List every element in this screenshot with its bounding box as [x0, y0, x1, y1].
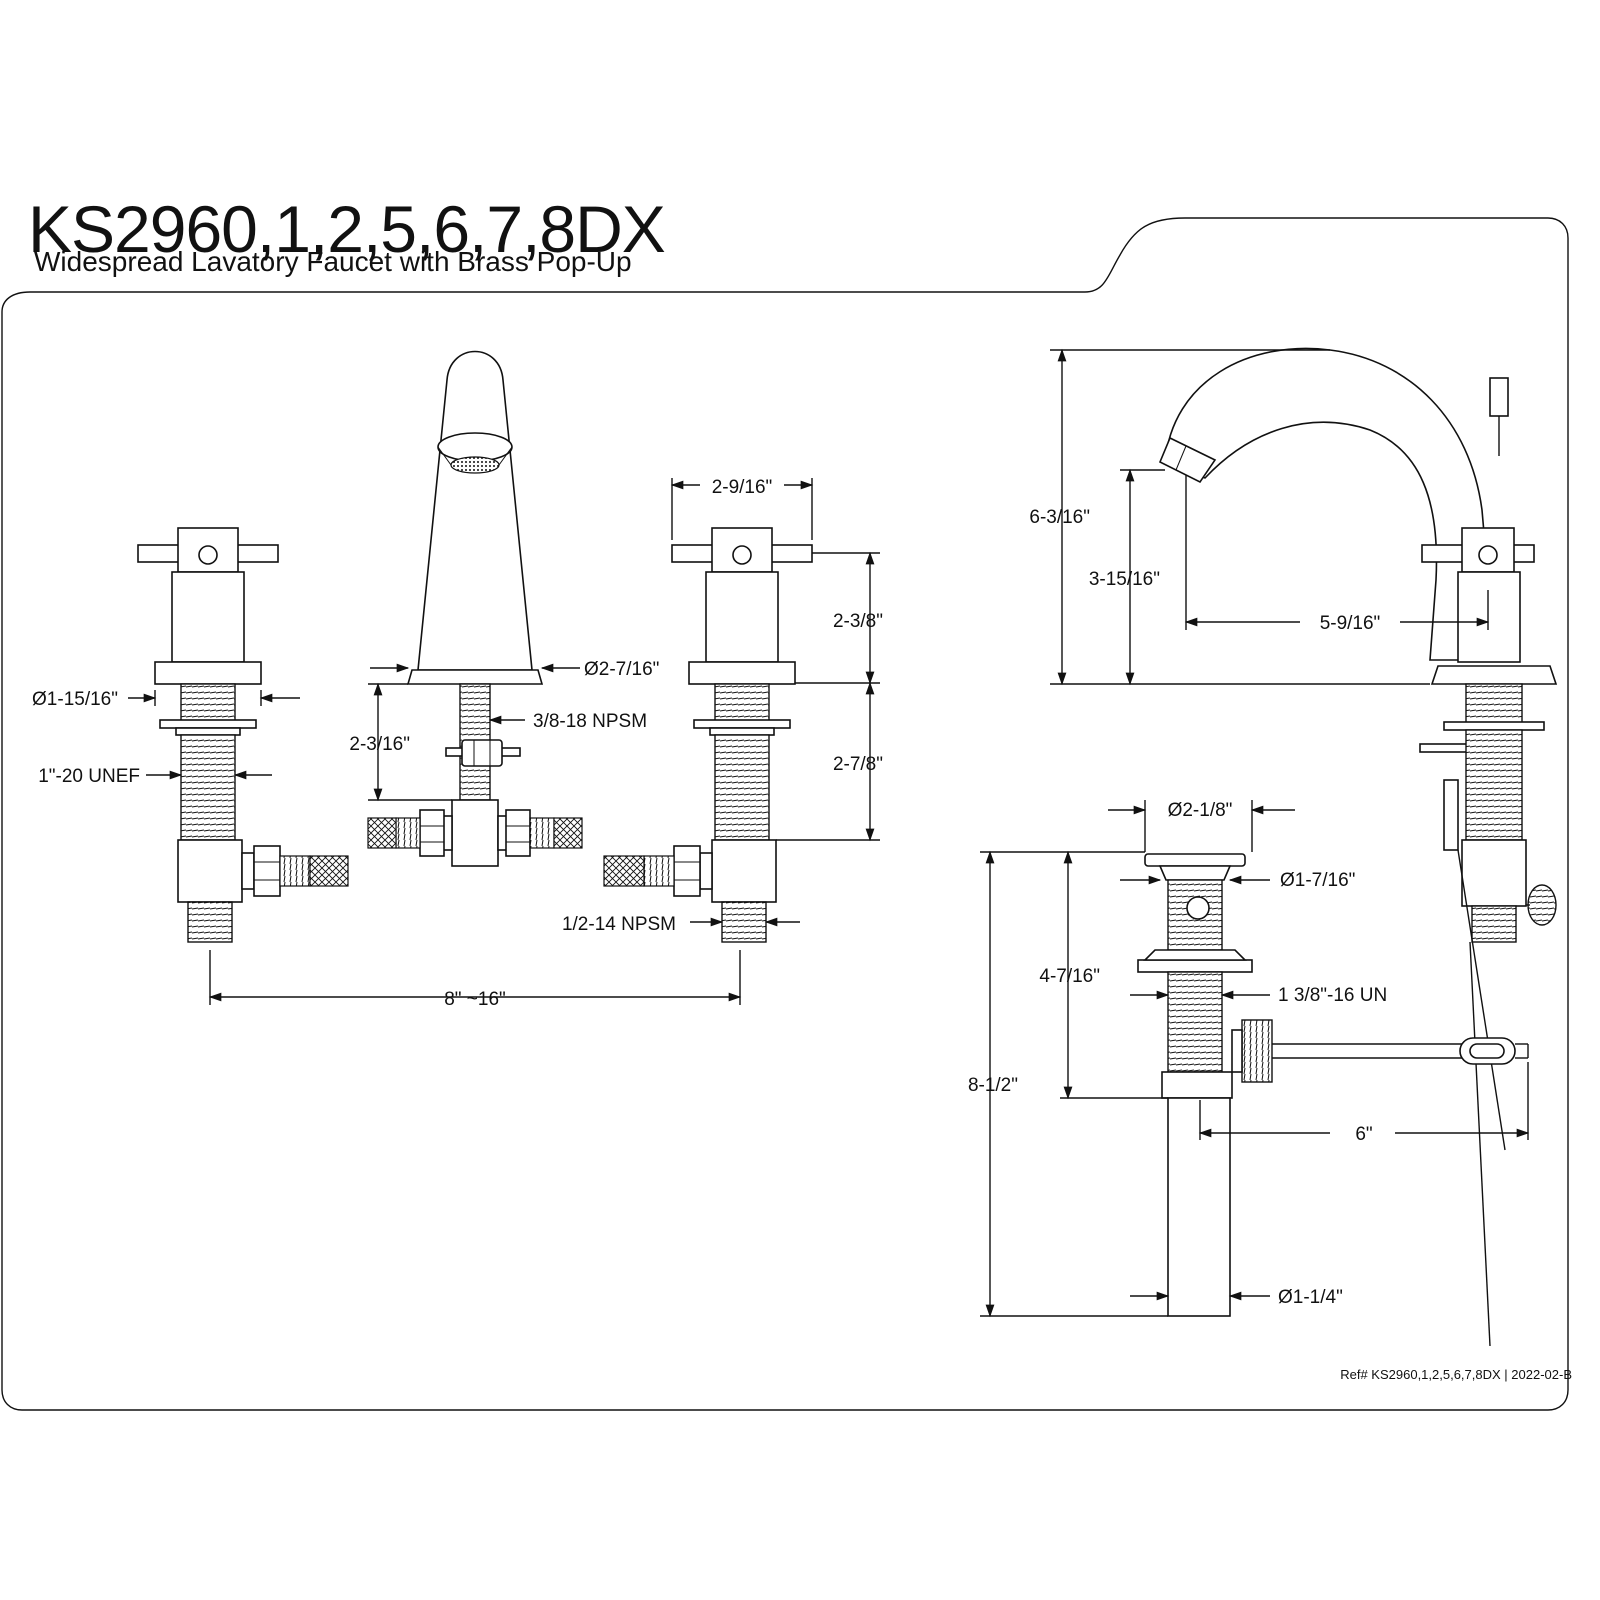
dim-handle-shank-thread: 1"-20 UNEF: [38, 766, 140, 787]
dim-drain-stopper-diameter: Ø1-7/16": [1280, 870, 1355, 891]
dim-pivot-rod-length: 6": [1355, 1124, 1372, 1145]
dim-overall-height: 6-3/16": [1029, 507, 1090, 528]
dim-spread: 8" ~16": [444, 989, 506, 1010]
dim-spout-shank-thread: 3/8-18 NPSM: [533, 711, 647, 732]
dim-tailpiece-diameter: Ø1-1/4": [1278, 1287, 1343, 1308]
spout-assembly: [367, 350, 583, 867]
page-subtitle: Widespread Lavatory Faucet with Brass Po…: [34, 246, 632, 277]
drawing-frame: [1, 217, 1569, 1411]
dimension-labels: 2-9/16" 2-3/8" Ø1-15/16" 1"-20 UNEF Ø2-7…: [32, 477, 1387, 1308]
popup-drain: [1137, 853, 1529, 1317]
dim-drain-thread: 1 3/8"-16 UN: [1278, 985, 1387, 1006]
faucet-side-view: [1158, 347, 1558, 1347]
dim-handle-height: 2-3/8": [833, 611, 883, 632]
dim-escutcheon-diameter: Ø1-15/16": [32, 689, 118, 710]
page-title: KS2960,1,2,5,6,7,8DX: [28, 192, 666, 266]
dim-handle-width: 2-9/16": [712, 477, 773, 498]
dim-spout-shank-length: 2-3/16": [349, 734, 410, 755]
dim-drain-flange-diameter: Ø2-1/8": [1168, 800, 1233, 821]
dim-spout-base-diameter: Ø2-7/16": [584, 659, 659, 680]
dim-spout-height: 3-15/16": [1089, 569, 1160, 590]
left-handle-assembly: [137, 527, 349, 943]
dimension-lines: [128, 348, 1530, 1318]
right-handle-assembly: [603, 527, 813, 943]
dim-drain-body-height: 4-7/16": [1039, 966, 1100, 987]
dim-drain-total-height: 8-1/2": [968, 1075, 1018, 1096]
dim-handle-shank-length: 2-7/8": [833, 754, 883, 775]
dim-inlet-thread: 1/2-14 NPSM: [562, 914, 676, 935]
dim-spout-reach: 5-9/16": [1320, 613, 1381, 634]
reference-number: Ref# KS2960,1,2,5,6,7,8DX | 2022-02-B: [1340, 1367, 1572, 1382]
